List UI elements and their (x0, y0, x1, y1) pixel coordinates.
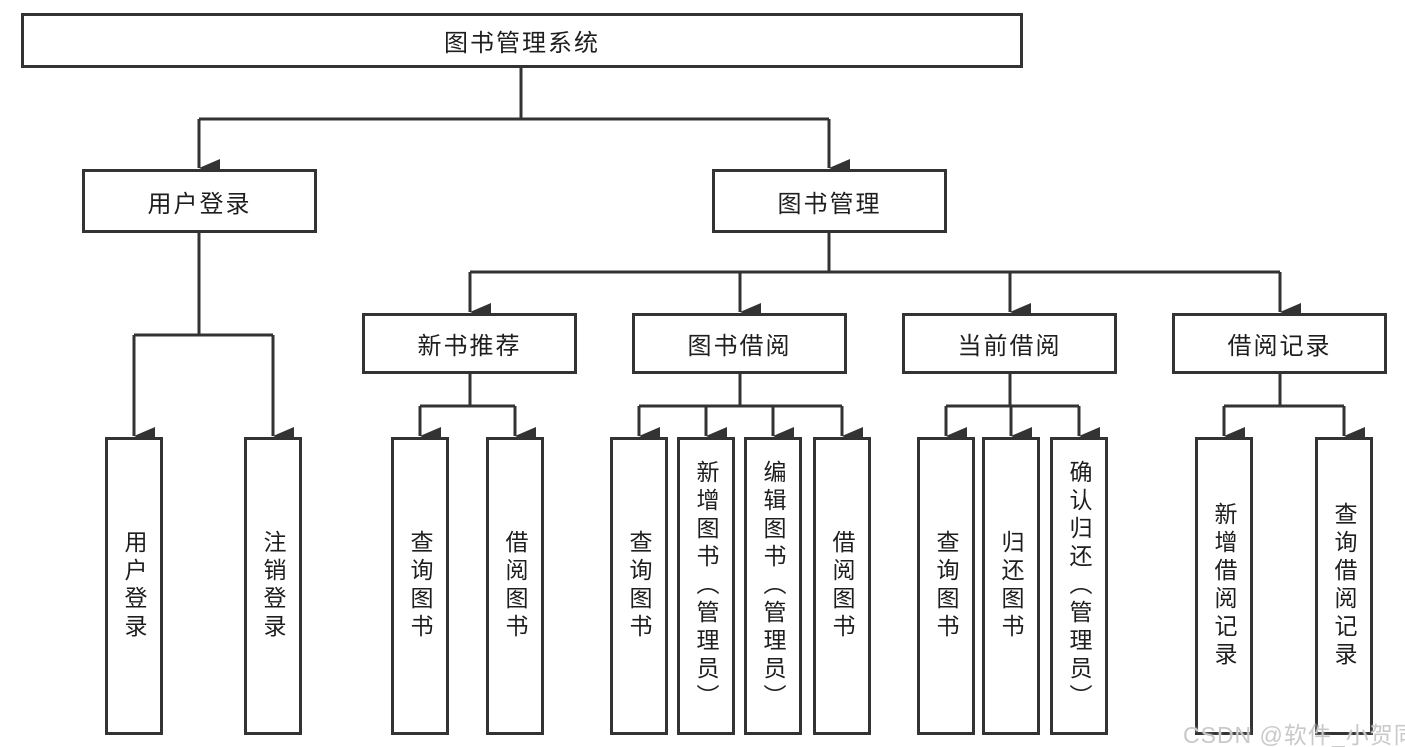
node-root: 图书管理系统 (21, 13, 1023, 68)
leaf-query-book-current: 查询图书 (917, 437, 975, 735)
leaf-query-book-recommend: 查询图书 (391, 437, 449, 735)
watermark-text: CSDN @软件_小贺同学 (1183, 722, 1405, 747)
leaf-add-book-admin: 新增图书（管理员） (677, 437, 735, 735)
leaf-query-book-borrow: 查询图书 (610, 437, 668, 735)
leaf-borrow-book: 借阅图书 (813, 437, 871, 735)
node-user-login: 用户登录 (82, 169, 317, 233)
node-book-borrow: 图书借阅 (632, 313, 847, 374)
leaf-return-book: 归还图书 (982, 437, 1040, 735)
leaf-user-login: 用户登录 (105, 437, 163, 735)
node-new-book-recommend: 新书推荐 (362, 313, 577, 374)
node-book-management: 图书管理 (712, 169, 947, 233)
node-borrow-record: 借阅记录 (1172, 313, 1387, 374)
leaf-logout-login: 注销登录 (244, 437, 302, 735)
leaf-confirm-return-admin: 确认归还（管理员） (1050, 437, 1108, 735)
node-current-borrow: 当前借阅 (902, 313, 1117, 374)
leaf-add-borrow-record: 新增借阅记录 (1195, 437, 1253, 735)
leaf-borrow-book-recommend: 借阅图书 (486, 437, 544, 735)
leaf-edit-book-admin: 编辑图书（管理员） (744, 437, 802, 735)
leaf-query-borrow-record: 查询借阅记录 (1315, 437, 1373, 735)
